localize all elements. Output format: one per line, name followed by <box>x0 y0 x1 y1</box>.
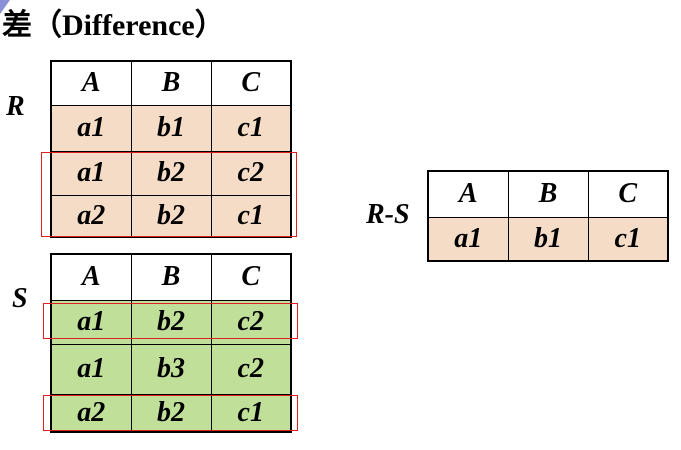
table-cell: a1 <box>50 343 132 395</box>
column-header: A <box>427 170 509 218</box>
table-row: a1 b1 c1 <box>427 216 669 262</box>
table-cell: c1 <box>210 393 292 433</box>
table-cell: b2 <box>130 150 212 196</box>
corner-accent <box>0 0 10 14</box>
table-cell: b2 <box>130 194 212 238</box>
table-cell: c2 <box>210 343 292 395</box>
table-cell: c1 <box>587 216 669 262</box>
table-cell: a1 <box>427 216 509 262</box>
slide-title: 差（Difference） <box>2 6 225 46</box>
table-cell: b1 <box>507 216 589 262</box>
relation-s-table: A B C a1 b2 c2 a1 b3 c2 a2 b2 c1 <box>50 253 292 433</box>
title-chinese: 差 <box>2 8 32 43</box>
table-cell: c1 <box>210 104 292 152</box>
column-header: C <box>210 60 292 106</box>
table-row: a1 b2 c2 <box>50 150 292 196</box>
column-header: C <box>210 253 292 301</box>
table-row: a2 b2 c1 <box>50 393 292 433</box>
table-cell: c1 <box>210 194 292 238</box>
column-header: A <box>50 253 132 301</box>
table-header-row: A B C <box>50 60 292 106</box>
table-cell: b3 <box>130 343 212 395</box>
title-english: （Difference） <box>32 9 225 42</box>
column-header: B <box>130 253 212 301</box>
column-header: A <box>50 60 132 106</box>
table-cell: a1 <box>50 150 132 196</box>
table-cell: a2 <box>50 393 132 433</box>
column-header: C <box>587 170 669 218</box>
table-cell: b2 <box>130 393 212 433</box>
table-header-row: A B C <box>427 170 669 218</box>
relation-r-table: A B C a1 b1 c1 a1 b2 c2 a2 b2 c1 <box>50 60 292 238</box>
table-cell: b2 <box>130 299 212 345</box>
result-rs-table: A B C a1 b1 c1 <box>427 170 669 262</box>
table-cell: a1 <box>50 104 132 152</box>
result-rs-label: R-S <box>366 199 410 230</box>
table-row: a1 b3 c2 <box>50 343 292 395</box>
table-cell: b1 <box>130 104 212 152</box>
table-cell: a1 <box>50 299 132 345</box>
relation-s-label: S <box>12 283 28 314</box>
table-cell: a2 <box>50 194 132 238</box>
table-cell: c2 <box>210 299 292 345</box>
table-cell: c2 <box>210 150 292 196</box>
relation-r-label: R <box>6 91 25 122</box>
table-row: a2 b2 c1 <box>50 194 292 238</box>
column-header: B <box>507 170 589 218</box>
column-header: B <box>130 60 212 106</box>
table-row: a1 b2 c2 <box>50 299 292 345</box>
table-header-row: A B C <box>50 253 292 301</box>
table-row: a1 b1 c1 <box>50 104 292 152</box>
